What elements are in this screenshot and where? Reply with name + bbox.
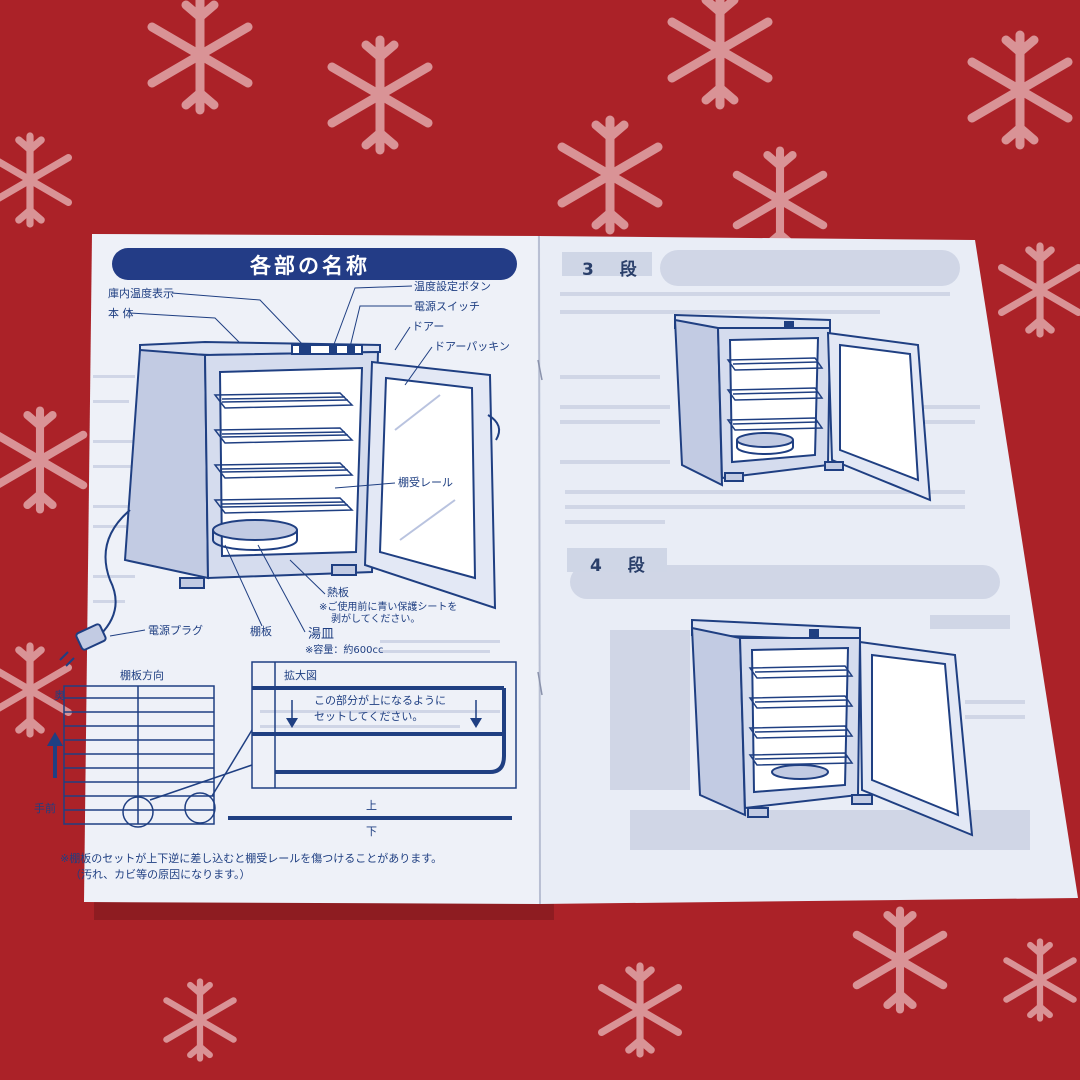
label-top: 上 (366, 799, 377, 812)
title-bar (112, 248, 517, 280)
section-tab-3 (562, 252, 652, 276)
label-water-tray: 湯皿 (308, 627, 335, 642)
page-title: 各部の名称 (250, 254, 370, 278)
label-door-packing: ドアーパッキン (434, 340, 510, 353)
footnote-2: （汚れ、カビ等の原因になります。） (70, 868, 251, 881)
label-display: 庫内温度表示 (108, 287, 174, 300)
label-back: 奥 (54, 689, 65, 702)
label-bottom: 下 (366, 825, 377, 838)
label-power-plug: 電源プラグ (148, 624, 203, 637)
label-heat-plate: 熱板 (327, 586, 349, 599)
shelf-direction-title: 棚板方向 (120, 669, 164, 682)
capacity-note: ※容量：約600cc (305, 645, 384, 656)
heat-plate-note: ※ご使用前に青い保護シートを (319, 602, 458, 613)
zoom-text-1: この部分が上になるように (314, 694, 446, 707)
section-3-label: 3 段 (582, 260, 647, 280)
label-front: 手前 (34, 802, 56, 815)
label-shelf: 棚板 (250, 625, 272, 638)
zoom-title: 拡大図 (284, 669, 317, 682)
label-body: 本 体 (108, 307, 134, 320)
section-tab-4 (567, 548, 667, 572)
label-temp-button: 温度設定ボタン (414, 280, 491, 293)
section-4-label: 4 段 (590, 556, 655, 576)
label-power-switch: 電源スイッチ (414, 300, 480, 313)
label-door: ドアー (412, 320, 445, 333)
zoom-text-2: セットしてください。 (314, 710, 424, 723)
heat-plate-note-2: 剥がしてください。 (331, 614, 421, 625)
footnote-1: ※棚板のセットが上下逆に差し込むと棚受レールを傷つけることがあります。 (60, 852, 443, 865)
label-shelf-rail: 棚受レール (398, 476, 453, 489)
